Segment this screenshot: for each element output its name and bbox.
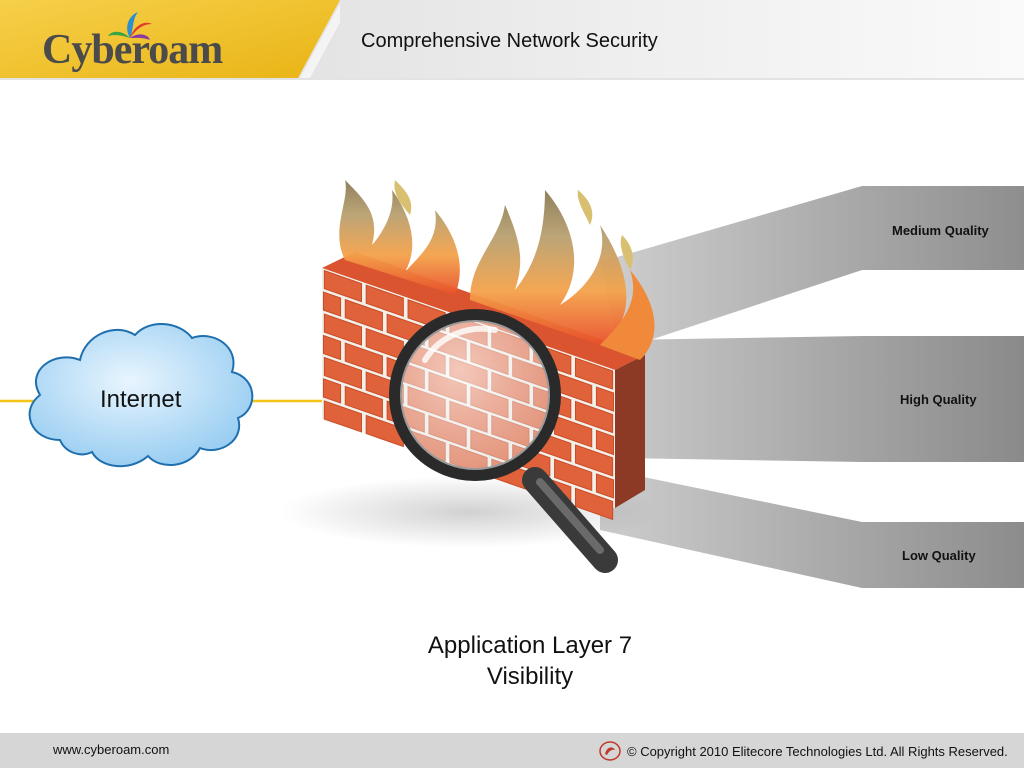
medium-quality-label: Medium Quality: [892, 223, 989, 238]
footer-url-link[interactable]: www.cyberoam.com: [53, 742, 170, 757]
caption-line-2: Visibility: [486, 663, 574, 690]
brick: [595, 473, 615, 499]
high-quality-label: High Quality: [900, 392, 977, 407]
brick: [344, 342, 383, 375]
internet-label: Internet: [100, 386, 182, 413]
brick: [344, 298, 383, 332]
elitecore-logo-icon: [599, 741, 621, 761]
brick: [322, 291, 342, 317]
stream-high-quality: [620, 336, 1024, 462]
brick: [365, 414, 404, 448]
header-bar: Cyberoam Comprehensive Network Security: [0, 0, 1024, 80]
header-title: Comprehensive Network Security: [361, 30, 658, 52]
caption-line-1: Application Layer 7: [427, 632, 633, 659]
brick: [595, 429, 615, 456]
brick: [554, 415, 593, 448]
magnifying-glass-icon: [389, 309, 618, 573]
traffic-streams: [600, 186, 1024, 588]
brick: [574, 357, 614, 390]
footer-bar: www.cyberoam.com © Copyright 2010 Elitec…: [0, 733, 1024, 768]
logo-panel: [0, 0, 340, 78]
brick: [344, 385, 383, 419]
brick: [323, 313, 363, 346]
brick: [322, 378, 342, 404]
cyberoam-emblem-icon: [108, 12, 152, 40]
brick: [322, 334, 342, 361]
brick: [574, 487, 614, 521]
brand-logo: Cyberoam: [42, 27, 223, 73]
brick: [323, 269, 363, 303]
brick: [574, 400, 614, 434]
brick: [365, 284, 404, 317]
copyright-text: © Copyright 2010 Elitecore Technologies …: [627, 744, 1008, 759]
stream-medium-quality: [600, 186, 1024, 350]
low-quality-label: Low Quality: [902, 548, 976, 563]
brick: [323, 356, 363, 390]
diagram-caption: Application Layer 7 Visibility: [405, 630, 655, 692]
internet-cloud-icon: [28, 322, 254, 468]
brick: [574, 444, 614, 477]
stream-low-quality: [600, 468, 1024, 588]
brick: [323, 400, 363, 433]
brick: [595, 386, 615, 412]
brick: [554, 458, 593, 492]
